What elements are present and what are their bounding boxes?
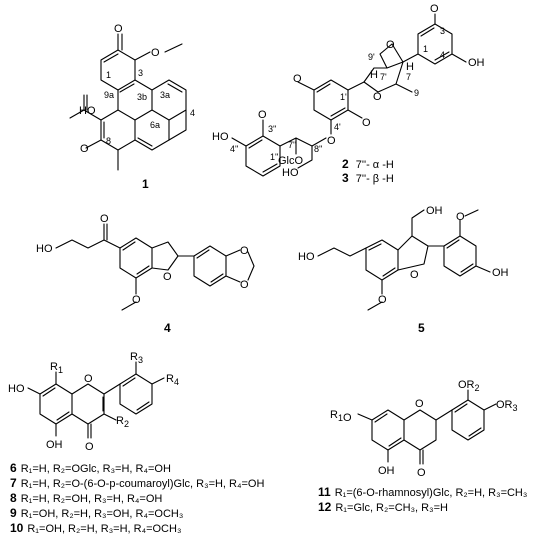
or3-substituent: OR3 [496, 399, 518, 413]
compound-1-number: 1 [142, 177, 149, 191]
ether-o: O [327, 135, 336, 147]
caption-3-number: 3 [342, 171, 349, 185]
compound-5-structure [317, 209, 491, 311]
hydroxy-7: HO [8, 383, 25, 395]
locant-4-prime: 4' [334, 122, 341, 132]
dioxole-o-lower: O [240, 279, 249, 291]
flavonol-labels: R1 R3 R4 HO O OH O R2 [8, 351, 179, 453]
hydroxy-5: OH [378, 465, 395, 477]
compound-4-number: 4 [164, 321, 171, 335]
locant-7-prime: 7' [380, 72, 387, 82]
locant-3: 3 [138, 68, 143, 78]
locant-3a: 3a [160, 90, 170, 100]
locant-1: 1 [106, 70, 111, 80]
locant-4-double-prime: 4'' [230, 144, 239, 154]
hydroxy-label: HO [36, 243, 53, 255]
carbonyl-o: O [85, 441, 94, 453]
r2-substituent: R2 [116, 415, 129, 429]
locant-4: 4 [440, 50, 445, 60]
furan-o: O [163, 271, 172, 283]
or2-substituent: OR2 [458, 379, 480, 393]
compound-4-labels: HO O O O O O 4 [36, 213, 249, 335]
hydroxy-5: OH [46, 439, 63, 451]
ring-o: O [415, 398, 424, 410]
glucosyloxy: GlcO [278, 155, 304, 167]
compound-4-structure [55, 223, 255, 311]
locant-1: 1 [423, 44, 428, 54]
hydroxy-label: HO [79, 105, 96, 117]
flavonol-structure [27, 361, 165, 439]
hydroxy-4-double-prime: HO [212, 131, 229, 143]
h-7: H [406, 61, 414, 73]
locant-8: 8 [106, 136, 111, 146]
locant-9: 9 [414, 88, 419, 98]
compound-5-labels: HO OH O OH O O 5 [298, 205, 509, 335]
caption-2-number: 2 [342, 157, 349, 171]
flavanone-labels: OR2 OR3 R1O O OH O [330, 379, 518, 479]
methoxy-o-label: O [151, 47, 160, 59]
methoxy-o-right: O [362, 117, 371, 129]
locant-7: 7 [406, 72, 411, 82]
keto-o: O [100, 213, 109, 225]
compound-1-structure [69, 33, 187, 171]
carbonyl-o: O [417, 467, 426, 479]
r4-substituent: R4 [166, 373, 179, 387]
furan-o-upper: O [386, 39, 395, 51]
r1-substituent: R1 [50, 361, 63, 375]
compound-5-number: 5 [418, 321, 425, 335]
caption-2-text: 7''- α -H [356, 159, 394, 171]
upper-methoxy-o: O [430, 3, 439, 15]
methoxy-o-3-double-prime: O [258, 109, 267, 121]
r3-substituent: R3 [130, 351, 143, 365]
locant-6a: 6a [150, 120, 160, 130]
methoxy-o: O [132, 294, 141, 306]
locant-3b: 3b [137, 92, 147, 102]
compound-2-3-labels: O 1 3 OH 4 9' H 7 7' H 9 O O O O 1' 4' O… [212, 3, 485, 179]
hydroxy-label: HO [298, 251, 315, 263]
caption-compound-3: 3 7''- β -H [342, 171, 394, 185]
acetyl-o-label: O [80, 143, 89, 155]
locant-1-prime: 1' [340, 92, 347, 102]
methoxy-o-left: O [293, 73, 302, 85]
ring-o: O [84, 373, 93, 385]
locant-3-double-prime: 3'' [268, 124, 277, 134]
locant-4: 4 [190, 108, 195, 118]
methoxy-o-aryl: O [456, 211, 465, 223]
aryl-hydroxy: OH [492, 267, 509, 279]
c1-oxo-label: O [114, 23, 123, 35]
upper-hydroxy: OH [468, 57, 485, 69]
locant-9a: 9a [104, 90, 114, 100]
r1-substituent: R1O [330, 409, 352, 424]
dioxole-o-upper: O [240, 245, 249, 257]
ch2-hydroxy: OH [426, 205, 443, 217]
locant-1-double-prime: 1'' [270, 152, 279, 162]
locant-3: 3 [440, 26, 445, 36]
flavanone-structure [357, 389, 497, 465]
compound-2-3-captions: 2 7''- α -H 3 7''- β -H [342, 157, 394, 185]
compound-1-labels: O 1 3 O 9a 3b 3a HO 4 6a 8 O 1 [79, 23, 195, 191]
methoxy-o: O [378, 294, 387, 306]
locant-9-prime: 9' [368, 52, 375, 62]
caption-compound-2: 2 7''- α -H [342, 157, 394, 171]
locant-8-double-prime: 8'' [314, 144, 323, 154]
caption-3-text: 7''- β -H [356, 173, 394, 185]
compound-2-3-structure [231, 13, 467, 177]
furan-o-lower: O [373, 91, 382, 103]
ch2-hydroxy: HO [282, 167, 299, 179]
furan-o: O [410, 269, 419, 281]
locant-7-double-prime: 7'' [288, 140, 297, 150]
h-lower: H [370, 69, 378, 81]
